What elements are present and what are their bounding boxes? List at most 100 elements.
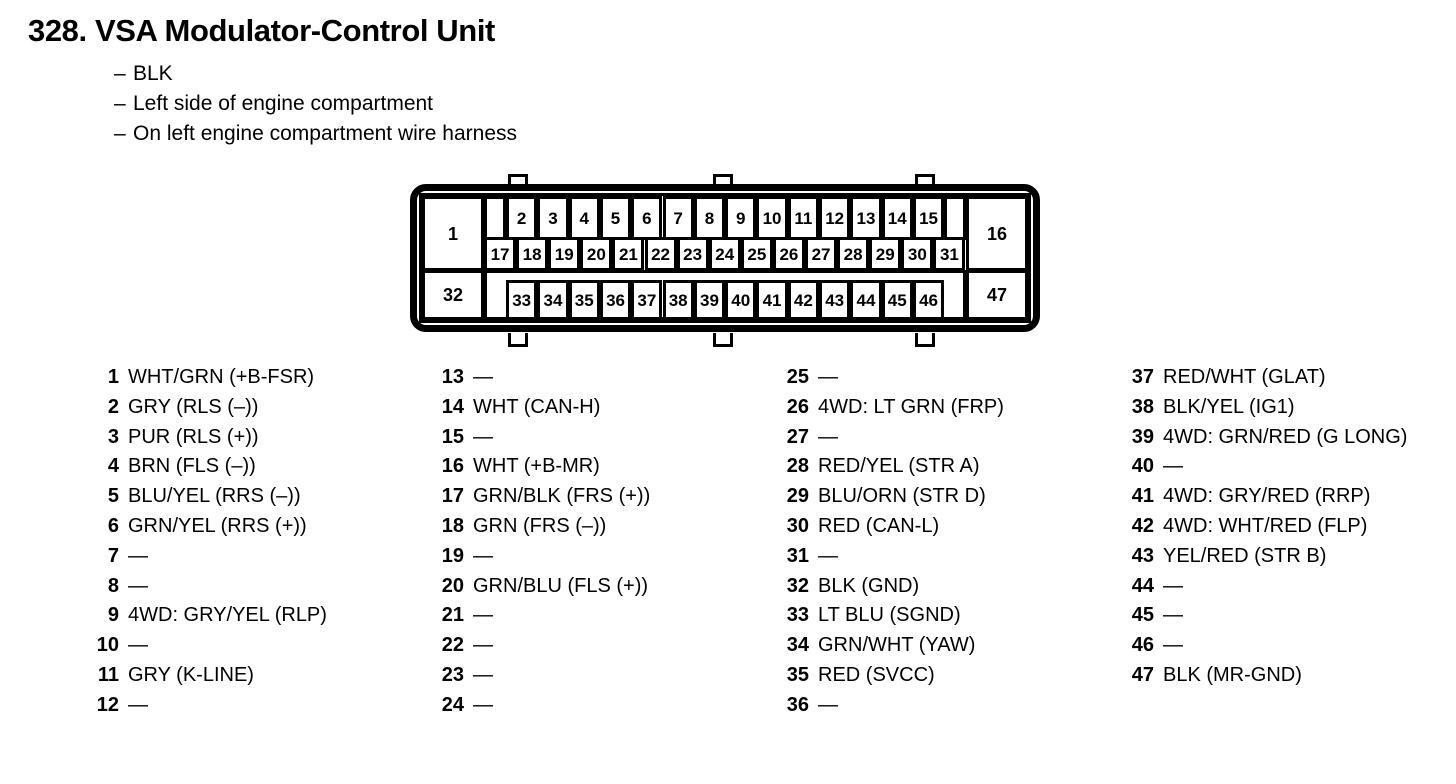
connector-pin-16: 16	[966, 196, 1028, 271]
pin-description: —	[1163, 604, 1183, 627]
pin-description: —	[473, 604, 493, 627]
pin-description: —	[1163, 574, 1183, 597]
connector-pin-22: 22	[644, 237, 677, 271]
pin-number-label: 4	[579, 208, 589, 228]
heading-block: 328. VSA Modulator-Control Unit –BLK –Le…	[28, 12, 517, 149]
pin-description: BLU/YEL (RRS (–))	[128, 485, 301, 508]
heading-bullet-label: On left engine compartment wire harness	[133, 122, 518, 145]
bullet-dash-icon: –	[114, 92, 126, 115]
connector-blank-right-top	[944, 196, 966, 240]
heading-bullet-label: BLK	[133, 62, 173, 85]
pin-number: 2	[107, 395, 119, 418]
heading-bullet-list: –BLK –Left side of engine compartment –O…	[114, 59, 517, 149]
pin-number-label: 25	[747, 244, 767, 264]
pin-description: 4WD: LT GRN (FRP)	[818, 395, 1004, 418]
pin-number: 31	[786, 544, 809, 567]
pin-row: 45 —	[1120, 604, 1407, 634]
pin-number-label: 39	[699, 290, 719, 310]
pin-number: 25	[786, 366, 809, 388]
connector-pin-3: 3	[537, 196, 569, 240]
pin-description: —	[818, 366, 838, 388]
connector-pin-17: 17	[484, 237, 517, 271]
connector-pin-25: 25	[740, 237, 773, 271]
pin-number-label: 5	[610, 208, 621, 228]
bullet-dash-icon: –	[114, 62, 126, 85]
pin-number: 17	[441, 485, 464, 508]
connector-pin-9: 9	[725, 196, 757, 240]
pin-description: —	[128, 634, 148, 657]
pin-number-label: 20	[586, 244, 606, 264]
pin-description: —	[818, 544, 838, 567]
pin-number-label: 27	[811, 244, 831, 264]
pin-row: 36—	[775, 694, 1004, 724]
pin-description: BLK (MR-GND)	[1163, 663, 1302, 686]
pin-number-label: 12	[825, 208, 845, 228]
pin-description: GRN/YEL (RRS (+))	[128, 514, 307, 537]
pin-description: —	[1163, 634, 1183, 657]
pin-description: —	[128, 544, 148, 567]
pin-number-label: 36	[606, 290, 625, 310]
pin-description: —	[473, 693, 493, 716]
pin-number: 40	[1131, 455, 1154, 478]
heading-bullet: –Left side of engine compartment	[114, 89, 517, 119]
connector-pin-31: 31	[933, 237, 966, 271]
pin-number-label: 45	[887, 290, 907, 310]
pin-number: 38	[1131, 395, 1154, 418]
pin-number: 14	[441, 395, 464, 418]
pin-row: 2 GRY (RLS (–))	[85, 396, 327, 426]
pin-description: BRN (FLS (–))	[128, 455, 256, 478]
pin-description: GRY (K-LINE)	[128, 663, 254, 686]
pin-number-label: 8	[704, 208, 715, 228]
pin-number-label: 6	[642, 208, 652, 228]
connector-pin-8: 8	[693, 196, 726, 240]
pin-number: 42	[1131, 514, 1154, 537]
connector-pin-11: 11	[787, 196, 819, 240]
pin-number: 4	[107, 455, 119, 478]
pin-number: 21	[441, 604, 464, 627]
pin-number-label: 18	[522, 244, 542, 264]
pin-number-label: 38	[668, 290, 688, 310]
pin-row: 25 —	[775, 366, 1004, 396]
connector-pin-30: 30	[901, 237, 934, 271]
pin-number-label: 1	[447, 223, 458, 244]
pin-number: 45	[1131, 604, 1154, 627]
pin-number: 16	[441, 455, 464, 478]
pin-number-label: 34	[543, 290, 563, 310]
pin-number: 22	[441, 634, 464, 657]
connector-pin-29: 29	[869, 237, 902, 271]
pin-row: 27—	[775, 426, 1004, 456]
pin-number: 23	[441, 663, 464, 686]
pin-description: GRY (RLS (–))	[128, 395, 259, 418]
pin-number: 36	[786, 693, 809, 716]
pin-number-label: 26	[779, 244, 799, 264]
pin-number-label: 14	[887, 208, 907, 228]
connector-pin-46: 46	[912, 280, 945, 320]
pin-description: —	[473, 544, 493, 567]
pin-number-label: 23	[683, 244, 703, 264]
pin-description: RED (CAN-L)	[818, 514, 940, 537]
connector-pin-13: 13	[850, 196, 882, 240]
pin-row: 7—	[85, 545, 327, 575]
pin-row: 21 —	[430, 604, 650, 634]
pin-number-label: 3	[548, 208, 558, 228]
pin-description: GRN (FRS (–))	[473, 514, 607, 537]
pin-description: BLU/ORN (STR D)	[818, 485, 986, 508]
pin-number: 35	[786, 663, 809, 686]
pin-description: —	[473, 634, 493, 657]
pin-description: BLK/YEL (IG1)	[1163, 395, 1295, 418]
connector-pin-18: 18	[516, 237, 549, 271]
